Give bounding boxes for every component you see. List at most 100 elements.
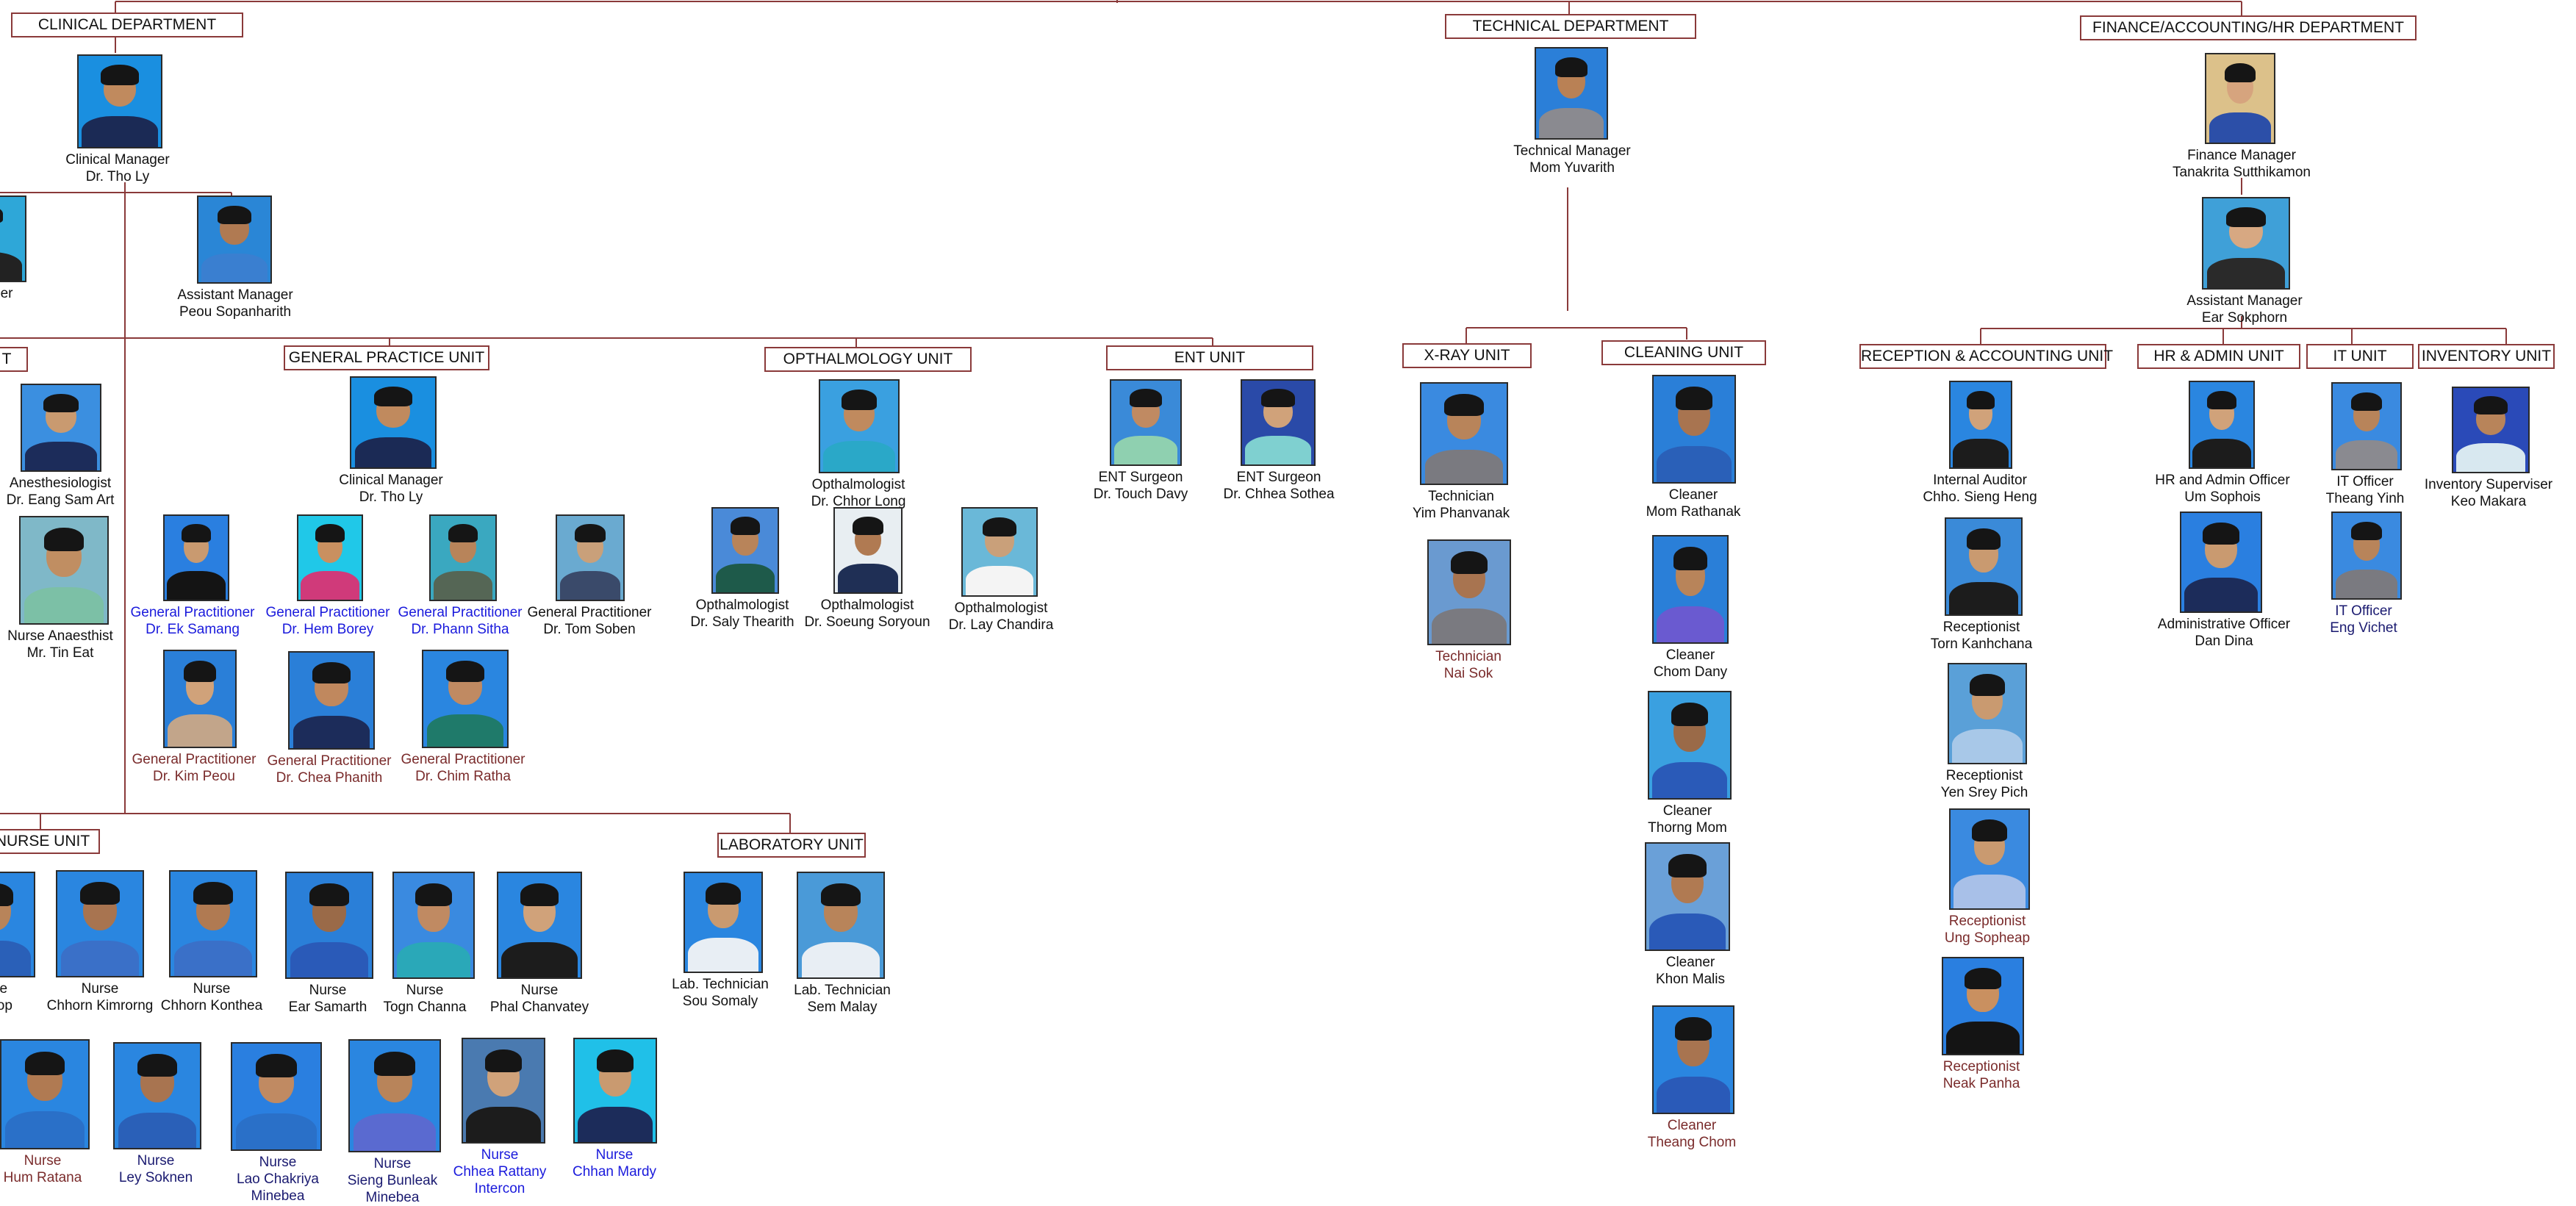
- staff-photo: [56, 870, 144, 977]
- staff-name: Yen Srey Pich: [1940, 785, 2028, 800]
- staff-photo: [285, 872, 373, 979]
- staff-role: ENT Surgeon: [1098, 470, 1183, 485]
- staff-name: Keo Makara: [2450, 494, 2527, 509]
- staff-name: Dr. Chea Phanith: [276, 770, 383, 786]
- staff-name: Phal Chanvatey: [489, 999, 589, 1015]
- staff-photo: [1420, 382, 1508, 485]
- staff-role: Technician: [1428, 489, 1494, 504]
- staff-name: Dr. Hem Borey: [281, 622, 374, 637]
- staff-role: General Practitioner: [398, 605, 523, 620]
- staff-name: Theang Chom: [1647, 1135, 1737, 1150]
- inventory-unit-label: INVENTORY UNIT: [2418, 344, 2555, 369]
- staff-name: Nai Sok: [1443, 666, 1493, 681]
- staff-name: Dr. Ek Samang: [146, 622, 240, 637]
- staff-photo: [833, 507, 903, 594]
- staff-name: Tanakrita Sutthikamon: [2173, 165, 2311, 180]
- staff-photo: [197, 195, 272, 284]
- staff-photo: [297, 514, 363, 601]
- staff-role: Nurse Anaesthist: [7, 628, 113, 644]
- staff-name: Intercon: [474, 1181, 525, 1196]
- staff-name: Dr. Chhea Sothea: [1223, 487, 1335, 502]
- staff-role: General Practitioner: [265, 605, 390, 620]
- general-practice-unit-label: GENERAL PRACTICE UNIT: [284, 345, 489, 370]
- cut-unit-left-label: T: [0, 347, 28, 372]
- staff-name: Dr. Soeung Soryoun: [804, 614, 930, 630]
- staff-name: Chhorn Konthea: [160, 998, 263, 1013]
- staff-name: Sou Somaly: [682, 994, 758, 1009]
- staff-photo: [1942, 957, 2024, 1055]
- staff-photo: [1535, 47, 1608, 140]
- staff-photo: [422, 650, 509, 748]
- staff-name: Dr. Chim Ratha: [415, 769, 511, 784]
- staff-name: Dr. Phann Sitha: [411, 622, 509, 637]
- staff-role: Cleaner: [1668, 487, 1718, 503]
- clinical-department-label: CLINICAL DEPARTMENT: [11, 12, 243, 37]
- staff-role: Nurse: [373, 1156, 412, 1171]
- finance-department-label: FINANCE/ACCOUNTING/HR DEPARTMENT: [2080, 15, 2417, 40]
- manager-lina-card: ManagerLina: [0, 195, 96, 319]
- staff-role: Opthalmologist: [820, 597, 914, 613]
- laboratory-unit-label: LABORATORY UNIT: [717, 833, 866, 858]
- staff-photo: [711, 507, 779, 594]
- staff-photo: [77, 54, 162, 148]
- staff-role: Nurse: [137, 1153, 175, 1169]
- staff-role: Nurse: [309, 983, 347, 998]
- staff-role: Lab. Technician: [672, 977, 769, 992]
- staff-name: Dr. Eang Sam Art: [6, 492, 115, 508]
- staff-role: Opthalmologist: [811, 477, 905, 492]
- staff-photo: [1652, 535, 1729, 644]
- staff-photo: [1648, 691, 1732, 800]
- staff-photo: [1645, 842, 1730, 951]
- staff-photo: [392, 872, 475, 979]
- staff-photo: [0, 195, 26, 282]
- staff-photo: [231, 1042, 322, 1151]
- staff-role: Receptionist: [1948, 914, 2026, 929]
- staff-photo: [163, 650, 237, 748]
- staff-role: Nurse: [259, 1155, 297, 1170]
- staff-photo: [1427, 539, 1511, 645]
- staff-name: Dr. Kim Peou: [153, 769, 235, 784]
- staff-role: General Practitioner: [130, 605, 255, 620]
- staff-role: IT Officer: [2335, 603, 2392, 619]
- staff-role: Cleaner: [1665, 647, 1715, 663]
- staff-photo: [2205, 53, 2275, 144]
- staff-photo: [0, 872, 35, 977]
- staff-role: HR and Admin Officer: [2155, 473, 2290, 488]
- staff-photo: [1241, 379, 1316, 466]
- staff-role: Nurse: [24, 1153, 62, 1169]
- staff-photo: [1652, 375, 1736, 484]
